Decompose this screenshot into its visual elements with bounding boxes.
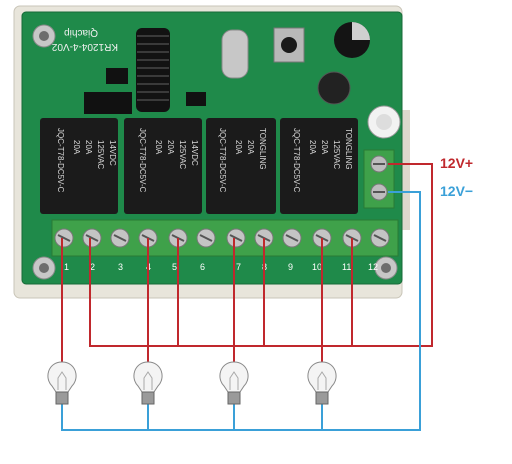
- svg-text:20A: 20A: [84, 140, 93, 155]
- bulb-1: [47, 361, 77, 405]
- output-terminal-strip: [51, 219, 399, 257]
- svg-text:JQC-T78-DC5V-C: JQC-T78-DC5V-C: [138, 128, 147, 193]
- svg-text:JQC-T78-DC5V-C: JQC-T78-DC5V-C: [218, 128, 227, 193]
- svg-text:JQC-T78-DC5V-C: JQC-T78-DC5V-C: [56, 128, 65, 193]
- pin-label-1: 1: [64, 262, 69, 272]
- svg-text:20A: 20A: [320, 140, 329, 155]
- mounting-holes: [32, 24, 398, 280]
- bulb-base: [55, 391, 69, 405]
- svg-text:14VDC: 14VDC: [190, 140, 199, 166]
- svg-text:TONGLING: TONGLING: [258, 128, 267, 170]
- svg-text:20A: 20A: [234, 140, 243, 155]
- pin-label-9: 9: [288, 262, 293, 272]
- bulb-2: [133, 361, 163, 405]
- svg-text:125VAC: 125VAC: [96, 140, 105, 169]
- terminal-screw-slot-9: [285, 234, 299, 242]
- capacitor-right: [367, 105, 401, 139]
- svg-text:20A: 20A: [154, 140, 163, 155]
- pin-label-7: 7: [236, 262, 241, 272]
- pin-label-12: 12: [368, 262, 378, 272]
- bulb-filament: [229, 371, 239, 390]
- pin-label-10: 10: [312, 262, 322, 272]
- bulb-glass: [307, 361, 337, 393]
- transistors: [106, 68, 206, 106]
- ic-chip: [84, 92, 132, 114]
- pin-label-5: 5: [172, 262, 177, 272]
- power-terminal-block: [363, 149, 395, 209]
- svg-text:20A: 20A: [246, 140, 255, 155]
- bulb-base: [315, 391, 329, 405]
- svg-text:20A: 20A: [308, 140, 317, 155]
- terminal-screw-slot-2: [85, 234, 99, 242]
- pin-label-6: 6: [200, 262, 205, 272]
- pin-label-2: 2: [90, 262, 95, 272]
- bulb-4: [307, 361, 337, 405]
- bulb-base: [141, 391, 155, 405]
- board-brand-text: Qiachip: [64, 27, 98, 38]
- capacitor-top: [334, 22, 370, 58]
- power-negative-label: 12V−: [440, 183, 473, 199]
- board-model-text: KR1204-4-V02: [51, 41, 118, 52]
- bulb-filament: [57, 371, 67, 390]
- svg-text:JQC-T78-DC5V-C: JQC-T78-DC5V-C: [292, 128, 301, 193]
- terminal-screw-slot-1: [57, 234, 71, 242]
- svg-text:20A: 20A: [166, 140, 175, 155]
- terminal-screw-slot-7: [229, 234, 243, 242]
- relay-2: JQC-T78-DC5V-C 20A 20A 125VAC 14VDC: [124, 118, 202, 214]
- bulbs: [47, 361, 337, 405]
- svg-text:TONGLING: TONGLING: [344, 128, 353, 170]
- bulb-feed-wiring: [61, 238, 323, 364]
- bulb-filament: [143, 371, 153, 390]
- svg-text:20A: 20A: [72, 140, 81, 155]
- pin-label-3: 3: [118, 262, 123, 272]
- terminal-screw-slot-6: [199, 234, 213, 242]
- svg-text:125VAC: 125VAC: [332, 140, 341, 169]
- terminal-screw-slot-3: [113, 234, 127, 242]
- relay-1: JQC-T78-DC5V-C 20A 20A 125VAC 14VDC: [40, 118, 118, 214]
- bulb-glass: [219, 361, 249, 393]
- svg-text:125VAC: 125VAC: [178, 140, 187, 169]
- relay-4: JQC-T78-DC5V-C 20A 20A 125VAC TONGLING: [280, 118, 358, 214]
- bulb-glass: [133, 361, 163, 393]
- terminal-screw-slot-12: [373, 234, 387, 242]
- bulb-filament: [317, 371, 327, 390]
- learn-button: [273, 27, 305, 63]
- bulb-base: [227, 391, 241, 405]
- inductor: [317, 71, 351, 105]
- antenna-coil: [136, 28, 170, 112]
- power-positive-label: 12V+: [440, 155, 473, 171]
- svg-text:14VDC: 14VDC: [108, 140, 117, 166]
- crystal: [221, 29, 249, 79]
- positive-wiring: [89, 163, 433, 347]
- bulb-glass: [47, 361, 77, 393]
- bulb-3: [219, 361, 249, 405]
- negative-wiring: [61, 191, 421, 431]
- pin-label-11: 11: [342, 262, 351, 272]
- relay-3: JQC-T78-DC5V-C 20A 20A TONGLING: [206, 118, 276, 214]
